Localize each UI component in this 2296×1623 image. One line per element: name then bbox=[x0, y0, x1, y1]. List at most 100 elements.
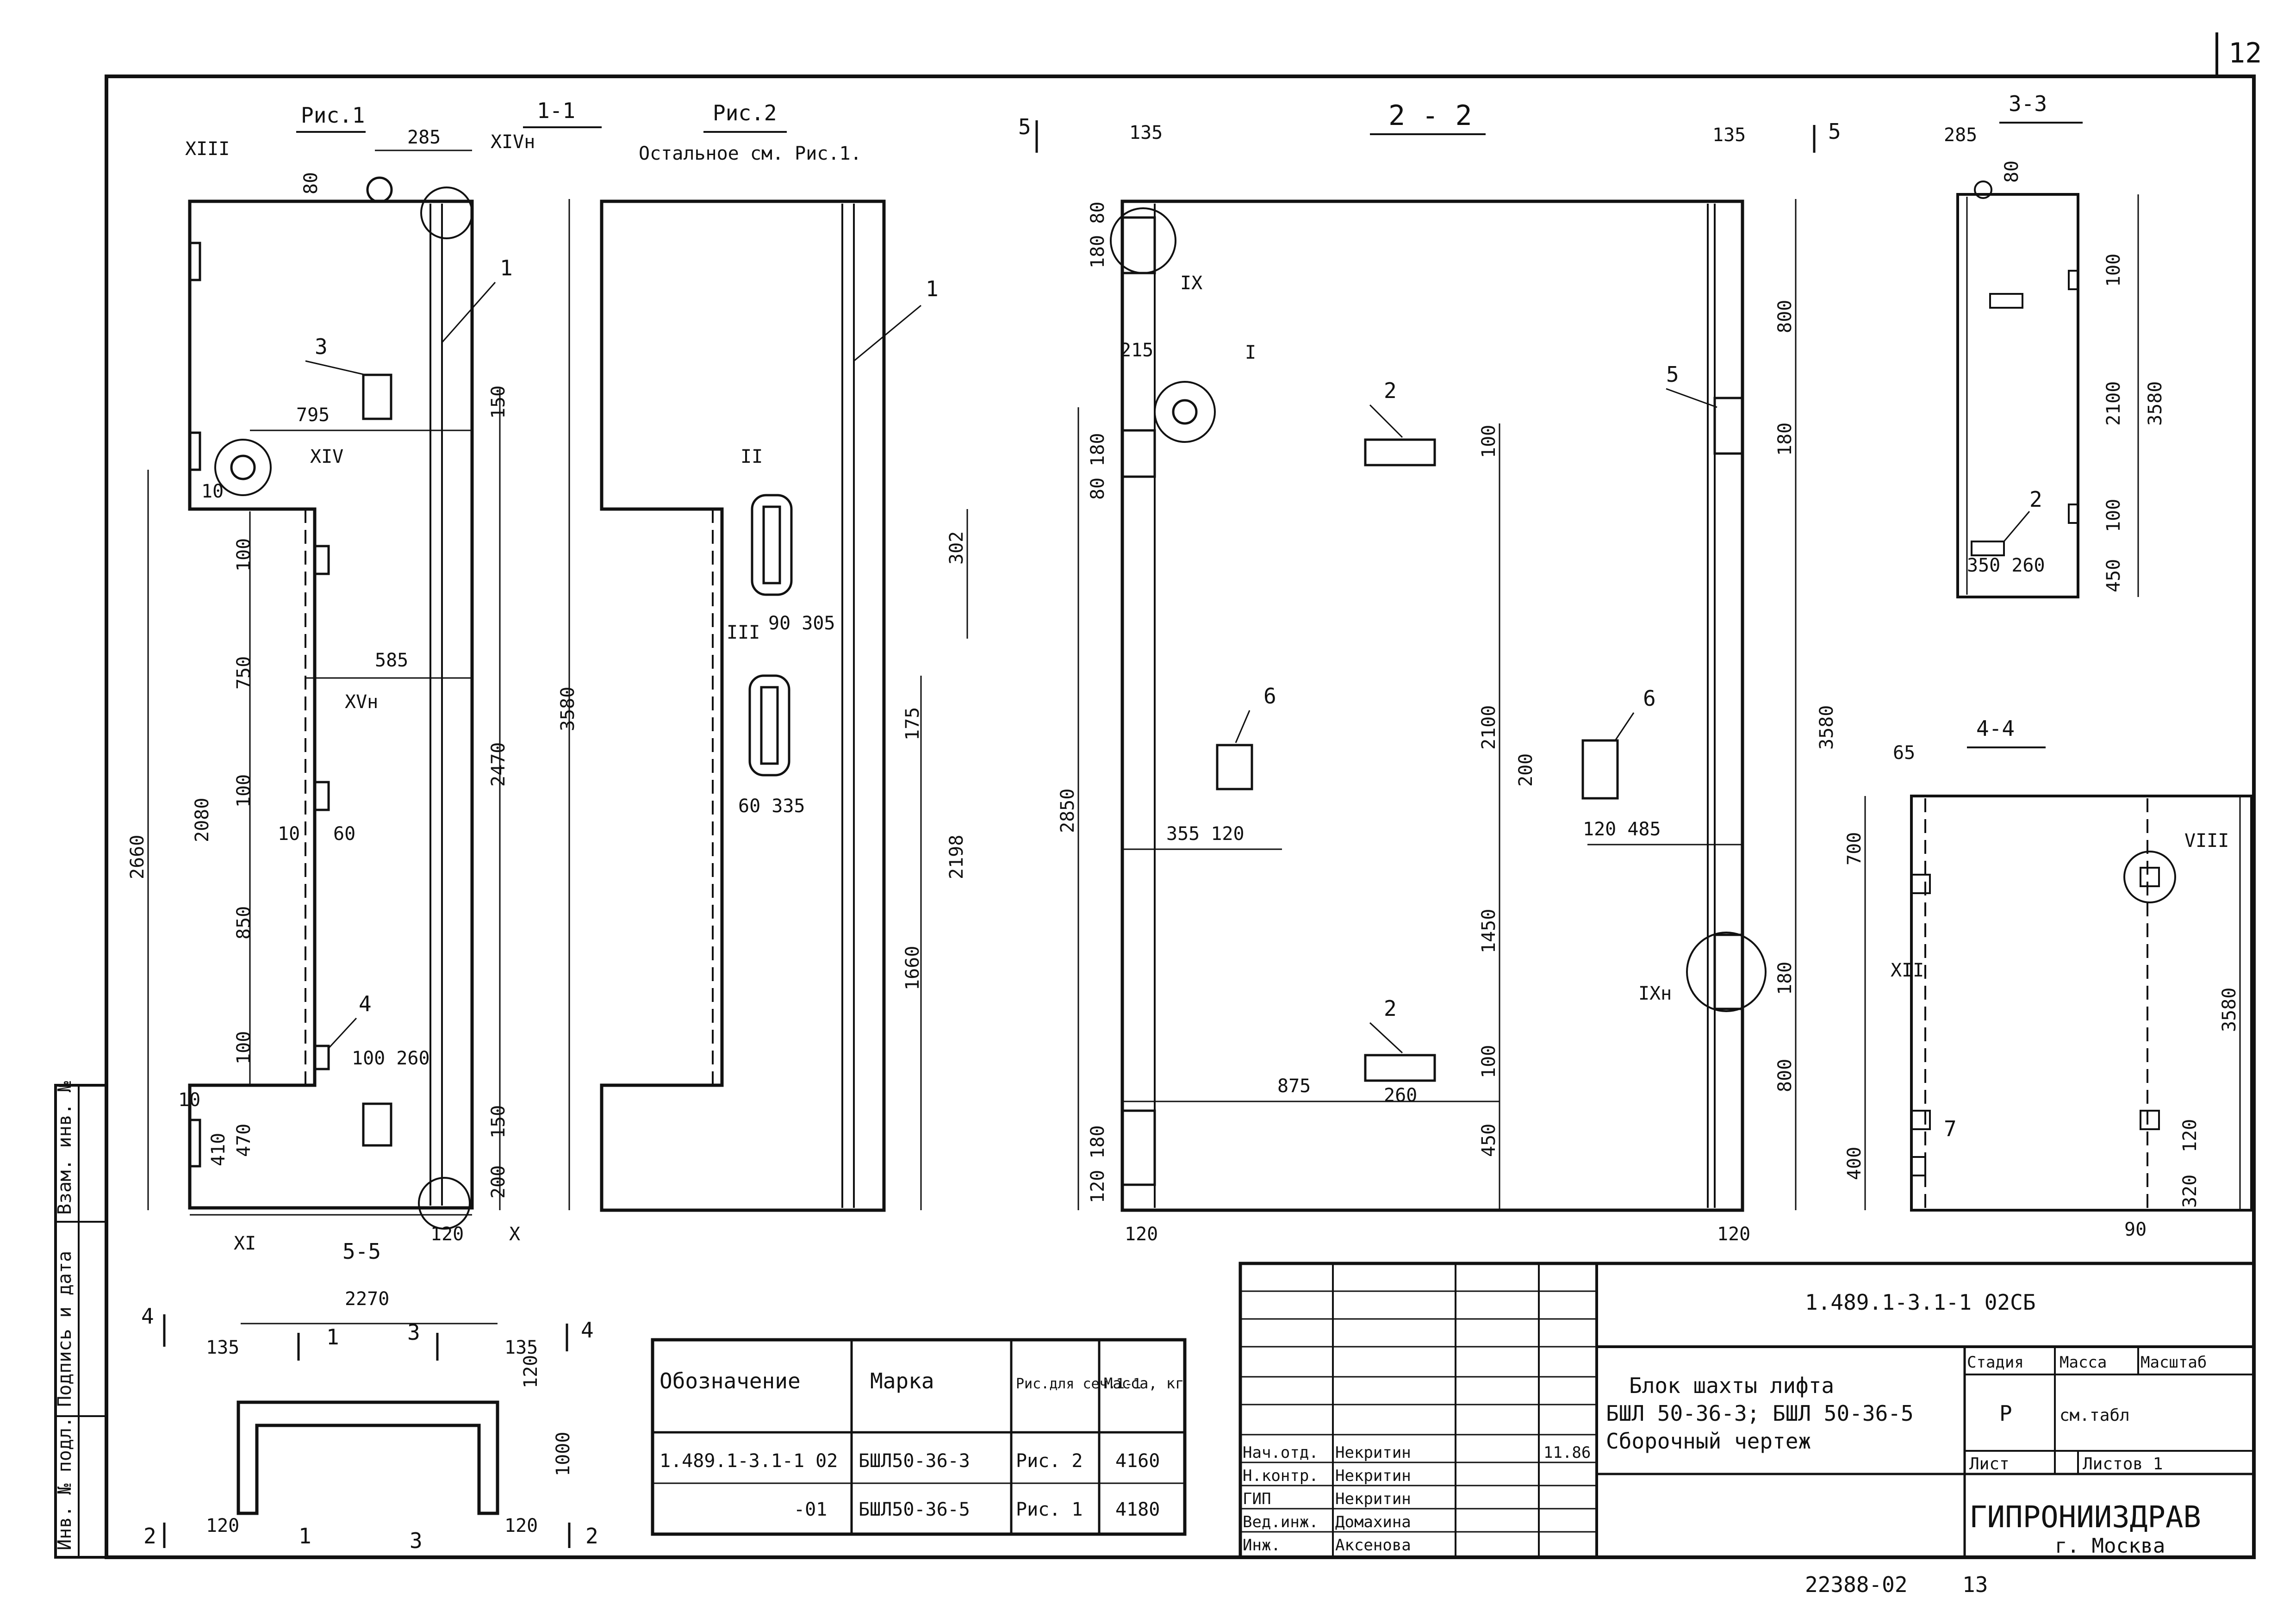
tb-mass-label: Масса bbox=[2060, 1353, 2107, 1372]
dim-285-33: 285 bbox=[1944, 124, 1977, 146]
block-outline-5-5 bbox=[236, 1400, 499, 1515]
view-fig2: Рис.2 Остальное см. Рис.1. II III 1 302 … bbox=[600, 100, 968, 1212]
dim-800-bottom: 800 bbox=[1774, 1059, 1796, 1092]
dim-750: 750 bbox=[233, 656, 255, 690]
dim-90: 90 bbox=[2124, 1219, 2147, 1240]
dim-135-55a: 135 bbox=[206, 1337, 239, 1358]
tb-sheet-label: Лист bbox=[1969, 1455, 2010, 1474]
dim-585: 585 bbox=[375, 650, 408, 671]
spec-row2-designation: -01 bbox=[794, 1499, 827, 1520]
dim-320: 320 bbox=[2179, 1175, 2201, 1208]
dim-180-80: 180 80 bbox=[1087, 202, 1108, 269]
section-2-2-title: 2 - 2 bbox=[1388, 99, 1472, 132]
tb-stage-label: Стадия bbox=[1967, 1353, 2024, 1372]
pos-1-fig1: 1 bbox=[500, 255, 513, 280]
dim-80: 80 bbox=[300, 172, 322, 194]
dim-3580: 3580 bbox=[557, 687, 579, 731]
side-stamp-repl: Взам. инв. № bbox=[54, 1081, 75, 1215]
node-circle-ixh bbox=[1686, 932, 1767, 1012]
side-stamp-inv: Инв. № подл. bbox=[54, 1417, 75, 1550]
embed-4 bbox=[313, 1045, 330, 1070]
dim-120: 120 bbox=[430, 1224, 464, 1245]
dim-120-485: 120 485 bbox=[1583, 819, 1661, 840]
dim-1000: 1000 bbox=[553, 1432, 574, 1476]
marker-3-bottom: 3 bbox=[410, 1528, 423, 1553]
dim-80-180: 80 180 bbox=[1087, 433, 1108, 500]
node-circle-bottom bbox=[418, 1177, 471, 1230]
dim-3580-44: 3580 bbox=[2219, 988, 2240, 1032]
dim-3580-22: 3580 bbox=[1816, 705, 1837, 750]
dim-400: 400 bbox=[1844, 1147, 1865, 1180]
node-circle-xiv bbox=[214, 439, 272, 496]
dim-450-33: 450 bbox=[2103, 559, 2124, 592]
pos-4-fig1: 4 bbox=[359, 991, 372, 1016]
dim-100-bottom: 100 bbox=[1478, 1045, 1500, 1078]
dim-100-260: 100 260 bbox=[352, 1048, 430, 1069]
title-block: Нач.отд. Некритин Н.контр. Некритин ГИП … bbox=[1238, 1262, 2256, 1559]
tb-title-3: Сборочный чертеж bbox=[1606, 1429, 1811, 1454]
spec-header-mass: Масса, кг bbox=[1104, 1374, 1184, 1392]
dim-795: 795 bbox=[296, 404, 330, 426]
fig1-title: Рис.1 bbox=[301, 103, 365, 128]
pos-6-left: 6 bbox=[1263, 684, 1276, 709]
dim-2270: 2270 bbox=[345, 1288, 389, 1310]
block-outline-fig2 bbox=[600, 199, 886, 1212]
dim-1450: 1450 bbox=[1478, 909, 1500, 953]
tb-sheets-label: Листов 1 bbox=[2083, 1455, 2163, 1474]
dim-200-22: 200 bbox=[1515, 753, 1537, 787]
dim-10: 10 bbox=[201, 481, 224, 502]
section-4-4-title: 4-4 bbox=[1976, 716, 2015, 741]
view-section-4-4: 4-4 7 VIII XII 65 700 3580 400 120 320 9… bbox=[1844, 716, 2253, 1240]
tb-org: ГИПРОНИИЗДРАВ bbox=[1969, 1500, 2201, 1535]
tb-doc-code: 1.489.1-3.1-1 02СБ bbox=[1805, 1290, 2036, 1315]
pos-5: 5 bbox=[1666, 362, 1679, 387]
dim-285: 285 bbox=[407, 127, 441, 148]
tb-city: г. Москва bbox=[2055, 1534, 2165, 1558]
dim-120-44: 120 bbox=[2179, 1119, 2201, 1152]
node-ix: IX bbox=[1180, 273, 1202, 294]
tb-title-2: БШЛ 50-36-3; БШЛ 50-36-5 bbox=[1606, 1401, 1914, 1426]
opening-ii bbox=[751, 494, 793, 596]
spec-row1-designation: 1.489.1-3.1-1 02 bbox=[660, 1450, 838, 1472]
block-outline-fig1 bbox=[188, 199, 474, 1210]
tb-role-4: Инж. bbox=[1243, 1536, 1281, 1555]
dim-120-55b: 120 bbox=[206, 1515, 239, 1536]
side-stamp-sign: Подпись и дата bbox=[54, 1251, 75, 1407]
marker-3-top: 3 bbox=[407, 1320, 420, 1345]
node-ixh: IXн bbox=[1638, 983, 1672, 1004]
node-circle-top bbox=[420, 187, 473, 239]
dim-1660: 1660 bbox=[902, 946, 923, 990]
dim-135-a: 135 bbox=[1129, 122, 1163, 143]
tb-scale-label: Масштаб bbox=[2140, 1353, 2207, 1372]
dim-850: 850 bbox=[233, 906, 255, 939]
dim-450: 450 bbox=[1478, 1124, 1500, 1157]
dim-355-120: 355 120 bbox=[1166, 823, 1244, 845]
spec-header-fig: Рис.для сеч.1-1 bbox=[1016, 1376, 1141, 1392]
pos-6-right: 6 bbox=[1643, 686, 1656, 711]
dim-700: 700 bbox=[1844, 832, 1865, 865]
dim-470: 470 bbox=[233, 1124, 255, 1157]
dim-2198: 2198 bbox=[946, 835, 967, 879]
block-outline-4-4 bbox=[1910, 795, 2253, 1212]
lifting-loop bbox=[366, 176, 393, 203]
dim-2100-33: 2100 bbox=[2103, 381, 2124, 426]
tb-role-0: Нач.отд. bbox=[1243, 1443, 1319, 1462]
dim-10c: 10 bbox=[178, 1089, 200, 1111]
dim-260-22: 260 bbox=[1384, 1085, 1417, 1106]
tb-role-3: Вед.инж. bbox=[1243, 1513, 1319, 1531]
dim-410: 410 bbox=[208, 1133, 229, 1166]
spec-row2-fig: Рис. 1 bbox=[1016, 1499, 1083, 1520]
tb-mass-value: см.табл bbox=[2060, 1406, 2130, 1425]
side-stamp: Инв. № подл. Подпись и дата Взам. инв. № bbox=[54, 1081, 108, 1559]
embed-2-bottom bbox=[1364, 1054, 1436, 1082]
fig2-note: Остальное см. Рис.1. bbox=[639, 143, 862, 164]
node-iii: III bbox=[727, 622, 760, 643]
node-xi: XI bbox=[234, 1233, 256, 1254]
fig2-title: Рис.2 bbox=[713, 100, 777, 125]
dim-80-33: 80 bbox=[2001, 161, 2022, 183]
dim-120-22a: 120 bbox=[1125, 1224, 1158, 1245]
spec-header-designation: Обозначение bbox=[660, 1368, 801, 1393]
dim-2080: 2080 bbox=[192, 798, 213, 842]
spec-row1-fig: Рис. 2 bbox=[1016, 1450, 1083, 1472]
page-number: 12 bbox=[2228, 37, 2262, 69]
